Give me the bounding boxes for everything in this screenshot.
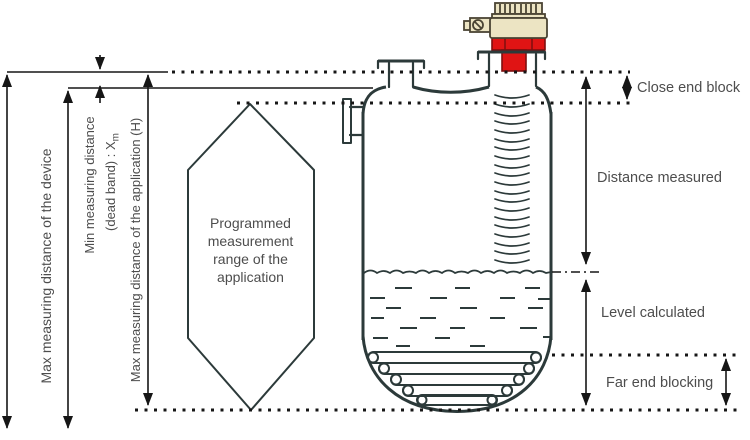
heating-coils <box>367 351 542 406</box>
label-max-application-distance: Max measuring distance of the applicatio… <box>128 117 143 383</box>
label-dead-band: (dead band) : Xm <box>103 133 122 231</box>
sensor-housing <box>489 17 548 39</box>
label-min-distance: Min measuring distance <box>82 116 97 254</box>
programmed-range-line: measurement <box>207 233 294 249</box>
label-distance-measured: Distance measured <box>597 170 722 186</box>
label-close-end-block: Close end block <box>637 80 741 96</box>
sensor-mounting-flange <box>476 50 547 88</box>
programmed-range-line: range of the <box>213 251 288 267</box>
liquid-dashes <box>370 287 551 347</box>
label-programmed-range: Programmed measurement range of the appl… <box>178 214 323 286</box>
liquid-surface <box>363 269 552 274</box>
label-max-device-distance: Max measuring distance of the device <box>38 148 54 384</box>
sensor-nut <box>491 37 546 51</box>
coil-tube <box>367 351 542 364</box>
programmed-range-line: application <box>217 269 284 285</box>
sensor-cap <box>491 2 546 19</box>
coil-tube <box>390 373 525 386</box>
tank-side-nozzle <box>342 98 365 144</box>
coil-tube <box>378 362 535 375</box>
tank-top-nozzle <box>376 59 426 89</box>
coil-tube <box>416 394 498 406</box>
ultrasonic-beam <box>494 94 530 264</box>
tank-outline <box>361 85 553 414</box>
label-far-end-blocking: Far end blocking <box>606 375 714 391</box>
label-level-calculated: Level calculated <box>601 305 705 321</box>
sensor-conduit <box>463 17 492 33</box>
dead-band-subscript: m <box>110 133 122 142</box>
level-sensor <box>463 2 548 88</box>
programmed-range-line: Programmed <box>210 215 291 231</box>
